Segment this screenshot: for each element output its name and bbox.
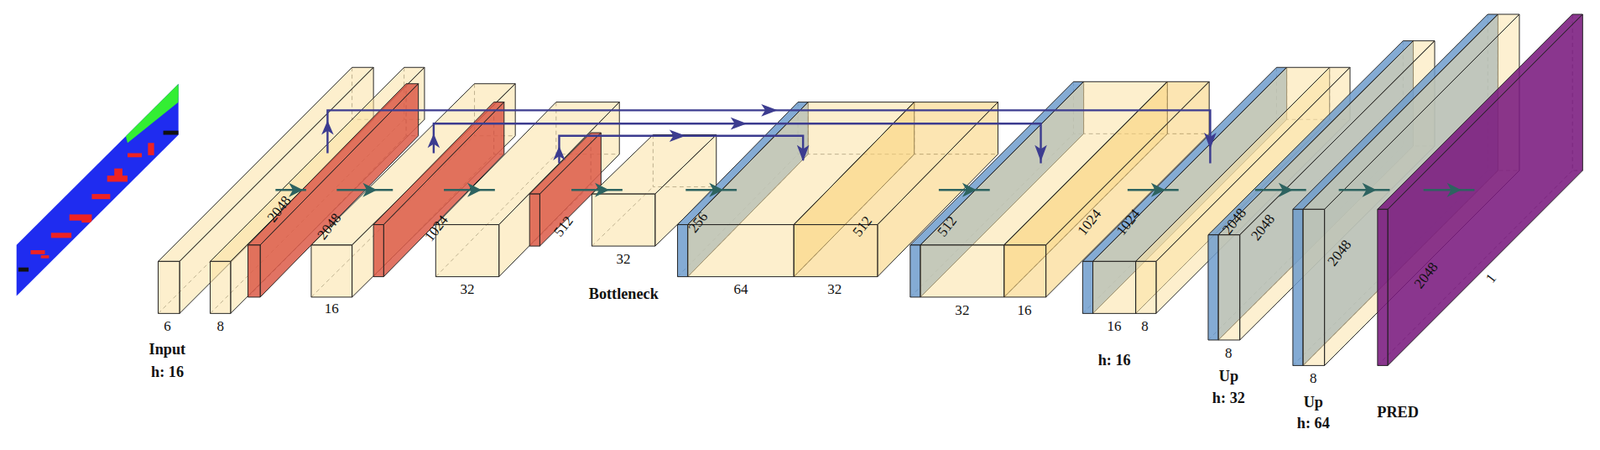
image-texture (114, 168, 123, 179)
block-front (687, 224, 794, 277)
block-front (677, 224, 688, 277)
arrow-head (669, 129, 686, 142)
tensor-block (1377, 14, 1583, 365)
block-front (1377, 208, 1388, 365)
image-texture (91, 193, 110, 199)
arrow-head (760, 104, 777, 117)
block-side (383, 102, 505, 277)
arrow-head (321, 120, 334, 136)
arrow-head (1362, 182, 1377, 198)
stage-label: h: 64 (1297, 414, 1330, 430)
block-front (529, 193, 540, 246)
block-front (1208, 234, 1219, 340)
image-texture (81, 218, 92, 223)
dimension-label: 32 (827, 282, 842, 298)
block-front (1136, 260, 1157, 313)
arrow-head (427, 133, 441, 148)
image-texture (30, 250, 45, 255)
dimension-label: 8 (1309, 371, 1318, 386)
tensor-block (311, 83, 516, 298)
flow-arrow (938, 188, 991, 191)
dimension-label: 16 (1107, 319, 1122, 334)
arrow-head (594, 182, 610, 198)
arrow-head (962, 182, 977, 198)
dimension-label: 8 (1224, 345, 1233, 360)
arrow-head (1151, 182, 1166, 198)
block-front (910, 244, 921, 298)
block-front (373, 224, 384, 277)
stage-label: Up (1219, 367, 1239, 383)
dimension-label: 16 (1017, 302, 1032, 318)
image-texture (51, 232, 72, 238)
block-front (1093, 260, 1137, 313)
arrow-head (467, 182, 482, 198)
flow-arrow (1423, 188, 1475, 191)
dimension-label: 6 (163, 319, 172, 334)
tensor-block (210, 67, 425, 313)
skip-connection (433, 123, 1042, 163)
dimension-label: 1 (1483, 271, 1500, 286)
stage-label: h: 16 (151, 364, 184, 380)
skip-connection (558, 135, 803, 164)
dimension-label: 32 (616, 251, 631, 266)
stage-label: Input (149, 341, 187, 357)
image-texture (147, 142, 154, 156)
arrow-head (362, 182, 377, 198)
image-texture (18, 267, 29, 272)
arrow-head (797, 145, 810, 162)
stage-label: h: 32 (1212, 390, 1246, 406)
block-front (311, 244, 353, 298)
input-image (0, 61, 204, 317)
stage-label: Bottleneck (588, 286, 659, 302)
arrow-head (1447, 182, 1462, 198)
dimension-label: 8 (1141, 319, 1149, 334)
arrow-head (1278, 182, 1293, 198)
block-side (499, 102, 621, 277)
block-front (210, 260, 231, 313)
block-front (920, 244, 1005, 298)
flow-arrow (443, 188, 496, 191)
image-texture (163, 130, 179, 136)
arrow-head (288, 182, 303, 198)
arrow-head (708, 182, 724, 198)
block-front (591, 193, 655, 246)
block-front (1004, 244, 1047, 298)
block-front (1302, 208, 1325, 365)
arrow-head (552, 145, 566, 161)
arrow-head (1203, 132, 1217, 149)
skip-connection (327, 109, 1210, 163)
dimension-label: 32 (954, 302, 970, 318)
dimension-label: 64 (733, 282, 748, 298)
tensor-block (373, 102, 505, 277)
image-texture (41, 255, 50, 259)
flow-arrow (571, 188, 623, 191)
flow-arrow (1339, 188, 1391, 191)
block-front (1218, 234, 1241, 340)
block-side (1387, 14, 1583, 365)
arrow-head (1034, 145, 1048, 162)
stage-label: PRED (1376, 404, 1419, 420)
dimension-label: 32 (460, 282, 475, 298)
arrow-head (730, 117, 747, 131)
block-front (1292, 208, 1303, 365)
block-front (1082, 260, 1093, 313)
flow-arrow (685, 188, 737, 191)
block-front (435, 224, 499, 277)
image-texture (127, 152, 142, 157)
flow-arrow (1255, 188, 1307, 191)
stage-label: h: 16 (1098, 352, 1131, 368)
stage-label: Up (1303, 394, 1324, 410)
flow-arrow (336, 188, 393, 191)
block-front (158, 260, 181, 313)
flow-arrow (1127, 188, 1179, 191)
dimension-label: 16 (324, 302, 339, 317)
block-front (248, 244, 261, 298)
dimension-label: 8 (216, 319, 225, 334)
